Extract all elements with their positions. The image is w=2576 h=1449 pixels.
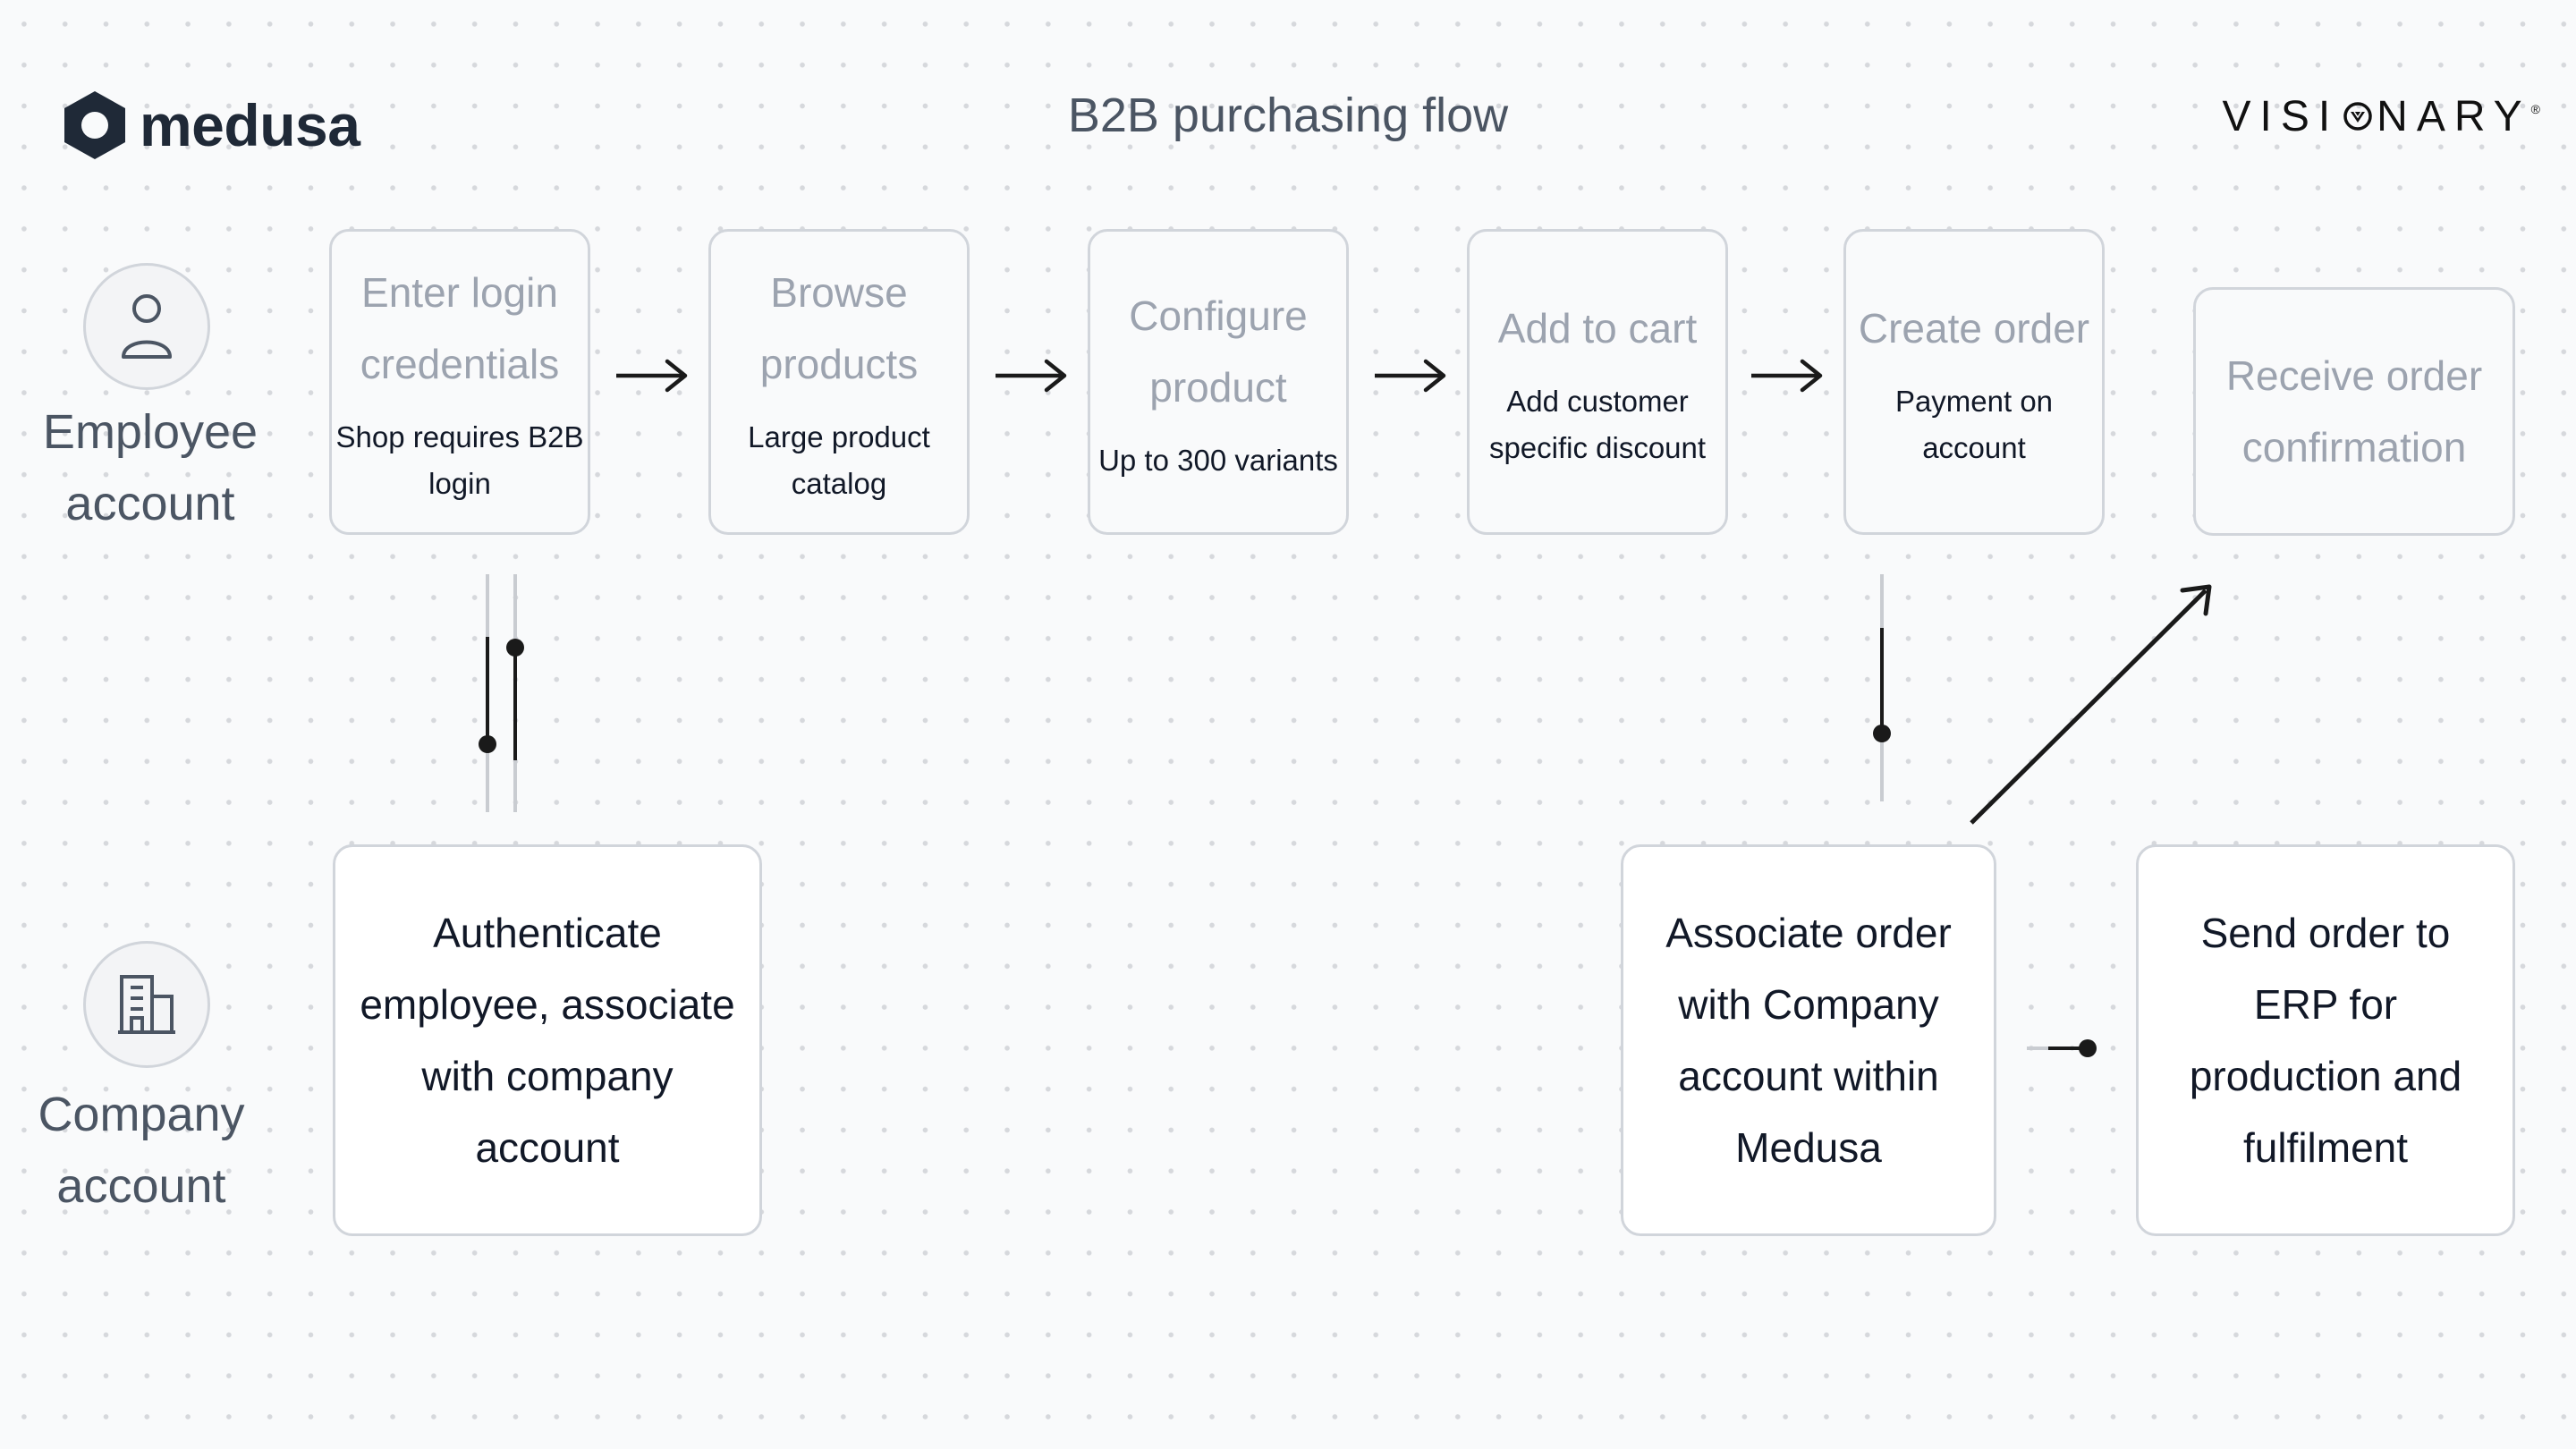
arrow-to-confirmation [1970,584,2212,825]
step-title: Receive order confirmation [2225,352,2483,470]
step-subtitle: Add customer specific discount [1488,385,1707,464]
step-add-to-cart: Add to cart Add customer specific discou… [1467,229,1728,535]
step-title: Create order [1858,305,2090,352]
step-create-order: Create order Payment on account [1843,229,2105,535]
brand-o-mark-icon [2343,102,2372,131]
step-receive-confirmation: Receive order confirmation [2193,287,2515,536]
company-lane-label: Company account [38,1088,245,1213]
arrow-browse-to-configure [996,359,1067,393]
connector-order-associate [1873,574,1891,801]
step-subtitle: Shop requires B2B login [335,420,584,500]
step-browse-products: Browse products Large product catalog [708,229,970,535]
action-associate-order: Associate order with Company account wit… [1621,844,1996,1236]
arrow-login-to-browse [616,359,688,393]
medusa-logo: medusa [63,89,360,161]
step-title: Browse products [759,269,919,387]
employee-lane-label: Employee account [42,405,258,530]
employee-avatar [83,263,210,390]
logo-text: medusa [140,92,360,158]
connector-associate-erp [2027,1039,2097,1057]
connector-login-authenticate [479,574,524,812]
arrow-cart-to-order [1751,359,1823,393]
step-title: Configure product [1129,292,1308,411]
step-configure-product: Configure product Up to 300 variants [1088,229,1349,535]
action-authenticate-employee: Authenticate employee, associate with co… [333,844,762,1236]
trademark-icon: ® [2530,102,2540,116]
arrow-configure-to-cart [1375,359,1446,393]
step-subtitle: Up to 300 variants [1098,444,1338,477]
diagram-title: B2B purchasing flow [1067,89,1509,142]
step-title: Add to cart [1497,305,1698,352]
brand-text-left: VISI [2222,92,2340,140]
visionary-logo: VISI NARY ® [2182,89,2540,143]
company-avatar [83,941,210,1068]
user-icon [122,294,172,359]
brand-text-right: NARY [2377,92,2531,140]
step-enter-login: Enter login credentials Shop requires B2… [329,229,590,535]
step-subtitle: Payment on account [1894,385,2054,464]
step-subtitle: Large product catalog [748,420,930,500]
step-title: Enter login credentials [360,269,560,387]
building-icon [118,975,175,1034]
action-send-to-erp: Send order to ERP for production and ful… [2136,844,2515,1236]
medusa-hexagon-icon [64,91,125,159]
